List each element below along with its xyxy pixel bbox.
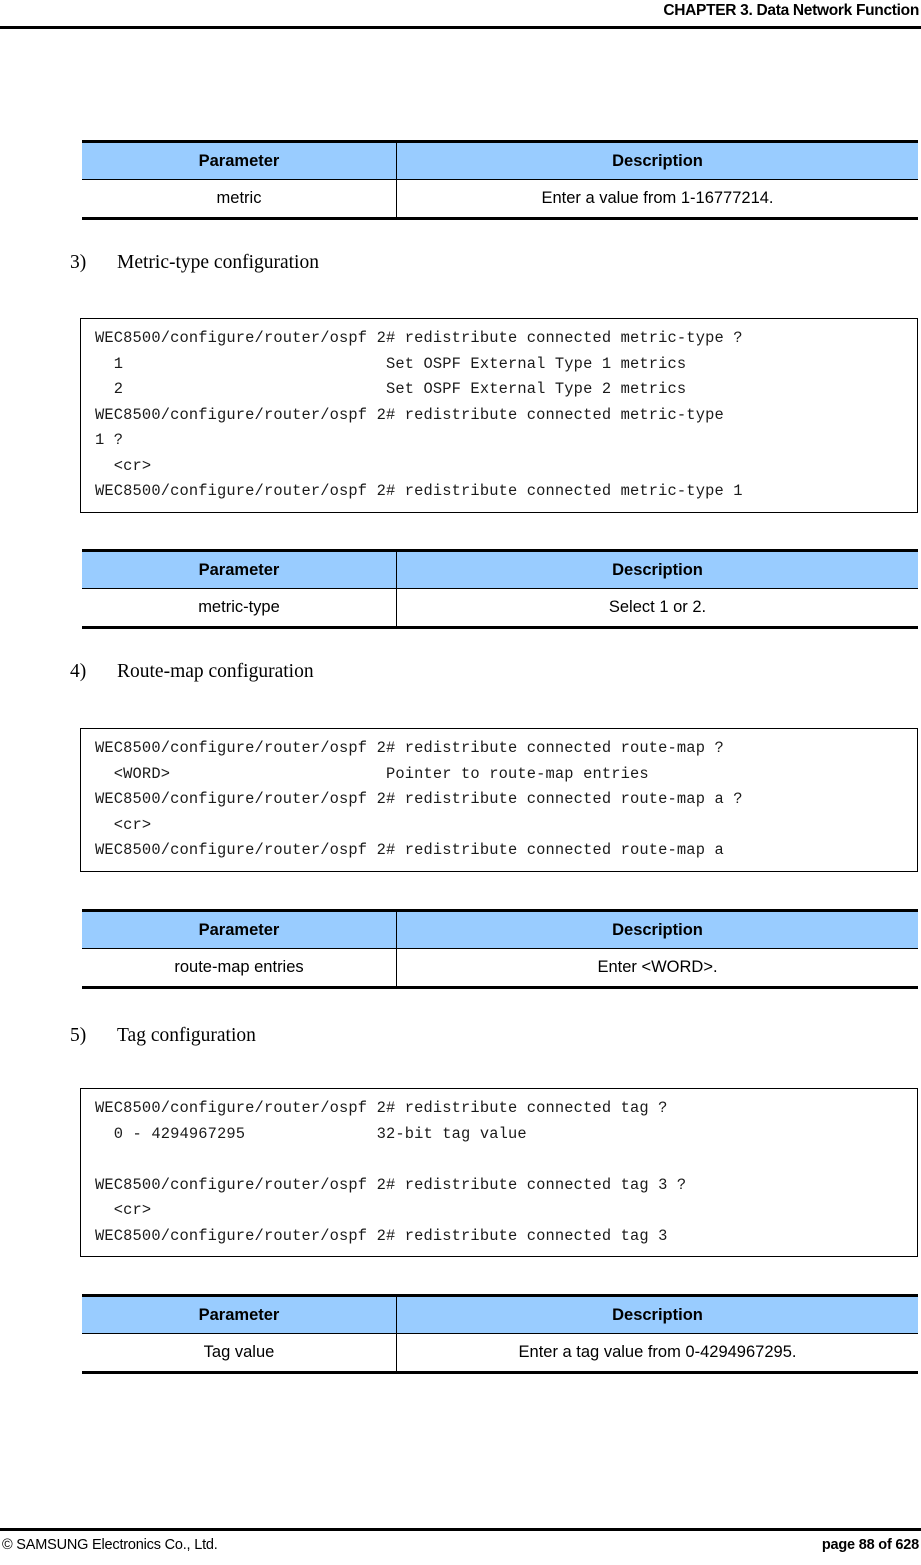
cell-parameter: metric-type	[82, 588, 397, 629]
cli-output-tag: WEC8500/configure/router/ospf 2# redistr…	[80, 1088, 918, 1257]
step-number: 4)	[70, 661, 87, 682]
table-row: Tag value Enter a tag value from 0-42949…	[82, 1333, 918, 1374]
step-title: Route-map configuration	[117, 661, 314, 682]
table-header-row: Parameter Description	[82, 909, 918, 949]
step-number: 3)	[70, 252, 87, 273]
cell-description: Enter <WORD>.	[396, 948, 918, 989]
step-heading-route-map: 4) Route-map configuration	[70, 661, 314, 683]
column-header-parameter: Parameter	[82, 1294, 397, 1334]
step-number: 5)	[70, 1025, 87, 1046]
page-number: page 88 of 628	[821, 1537, 919, 1553]
column-header-parameter: Parameter	[82, 909, 397, 949]
table-row: route-map entries Enter <WORD>.	[82, 948, 918, 989]
parameter-table-route-map: Parameter Description route-map entries …	[82, 909, 918, 989]
table-header-row: Parameter Description	[82, 1294, 918, 1334]
cell-parameter: route-map entries	[82, 948, 397, 989]
cell-parameter: metric	[82, 179, 397, 220]
step-heading-metric-type: 3) Metric-type configuration	[70, 252, 319, 274]
step-heading-tag: 5) Tag configuration	[70, 1025, 256, 1047]
table-row: metric-type Select 1 or 2.	[82, 588, 918, 629]
column-header-description: Description	[396, 140, 918, 180]
cli-text: WEC8500/configure/router/ospf 2# redistr…	[95, 739, 743, 859]
cell-description: Enter a tag value from 0-4294967295.	[396, 1333, 918, 1374]
cli-text: WEC8500/configure/router/ospf 2# redistr…	[95, 329, 743, 500]
column-header-parameter: Parameter	[82, 140, 397, 180]
column-header-parameter: Parameter	[82, 549, 397, 589]
page-footer: © SAMSUNG Electronics Co., Ltd. page 88 …	[0, 1534, 921, 1562]
chapter-title: CHAPTER 3. Data Network Function	[663, 2, 919, 19]
cell-description: Enter a value from 1-16777214.	[396, 179, 918, 220]
copyright-notice: © SAMSUNG Electronics Co., Ltd.	[2, 1537, 218, 1553]
header-divider	[0, 26, 921, 29]
cell-parameter: Tag value	[82, 1333, 397, 1374]
page-header: CHAPTER 3. Data Network Function	[0, 0, 921, 28]
column-header-description: Description	[396, 909, 918, 949]
cli-output-route-map: WEC8500/configure/router/ospf 2# redistr…	[80, 728, 918, 872]
parameter-table-metric: Parameter Description metric Enter a val…	[82, 140, 918, 220]
table-header-row: Parameter Description	[82, 549, 918, 589]
cell-description: Select 1 or 2.	[396, 588, 918, 629]
cli-output-metric-type: WEC8500/configure/router/ospf 2# redistr…	[80, 318, 918, 513]
step-title: Tag configuration	[117, 1025, 256, 1046]
cli-text: WEC8500/configure/router/ospf 2# redistr…	[95, 1099, 687, 1245]
table-header-row: Parameter Description	[82, 140, 918, 180]
table-row: metric Enter a value from 1-16777214.	[82, 179, 918, 220]
column-header-description: Description	[396, 549, 918, 589]
step-title: Metric-type configuration	[117, 252, 319, 273]
column-header-description: Description	[396, 1294, 918, 1334]
parameter-table-metric-type: Parameter Description metric-type Select…	[82, 549, 918, 629]
parameter-table-tag: Parameter Description Tag value Enter a …	[82, 1294, 918, 1374]
footer-divider	[0, 1528, 921, 1531]
